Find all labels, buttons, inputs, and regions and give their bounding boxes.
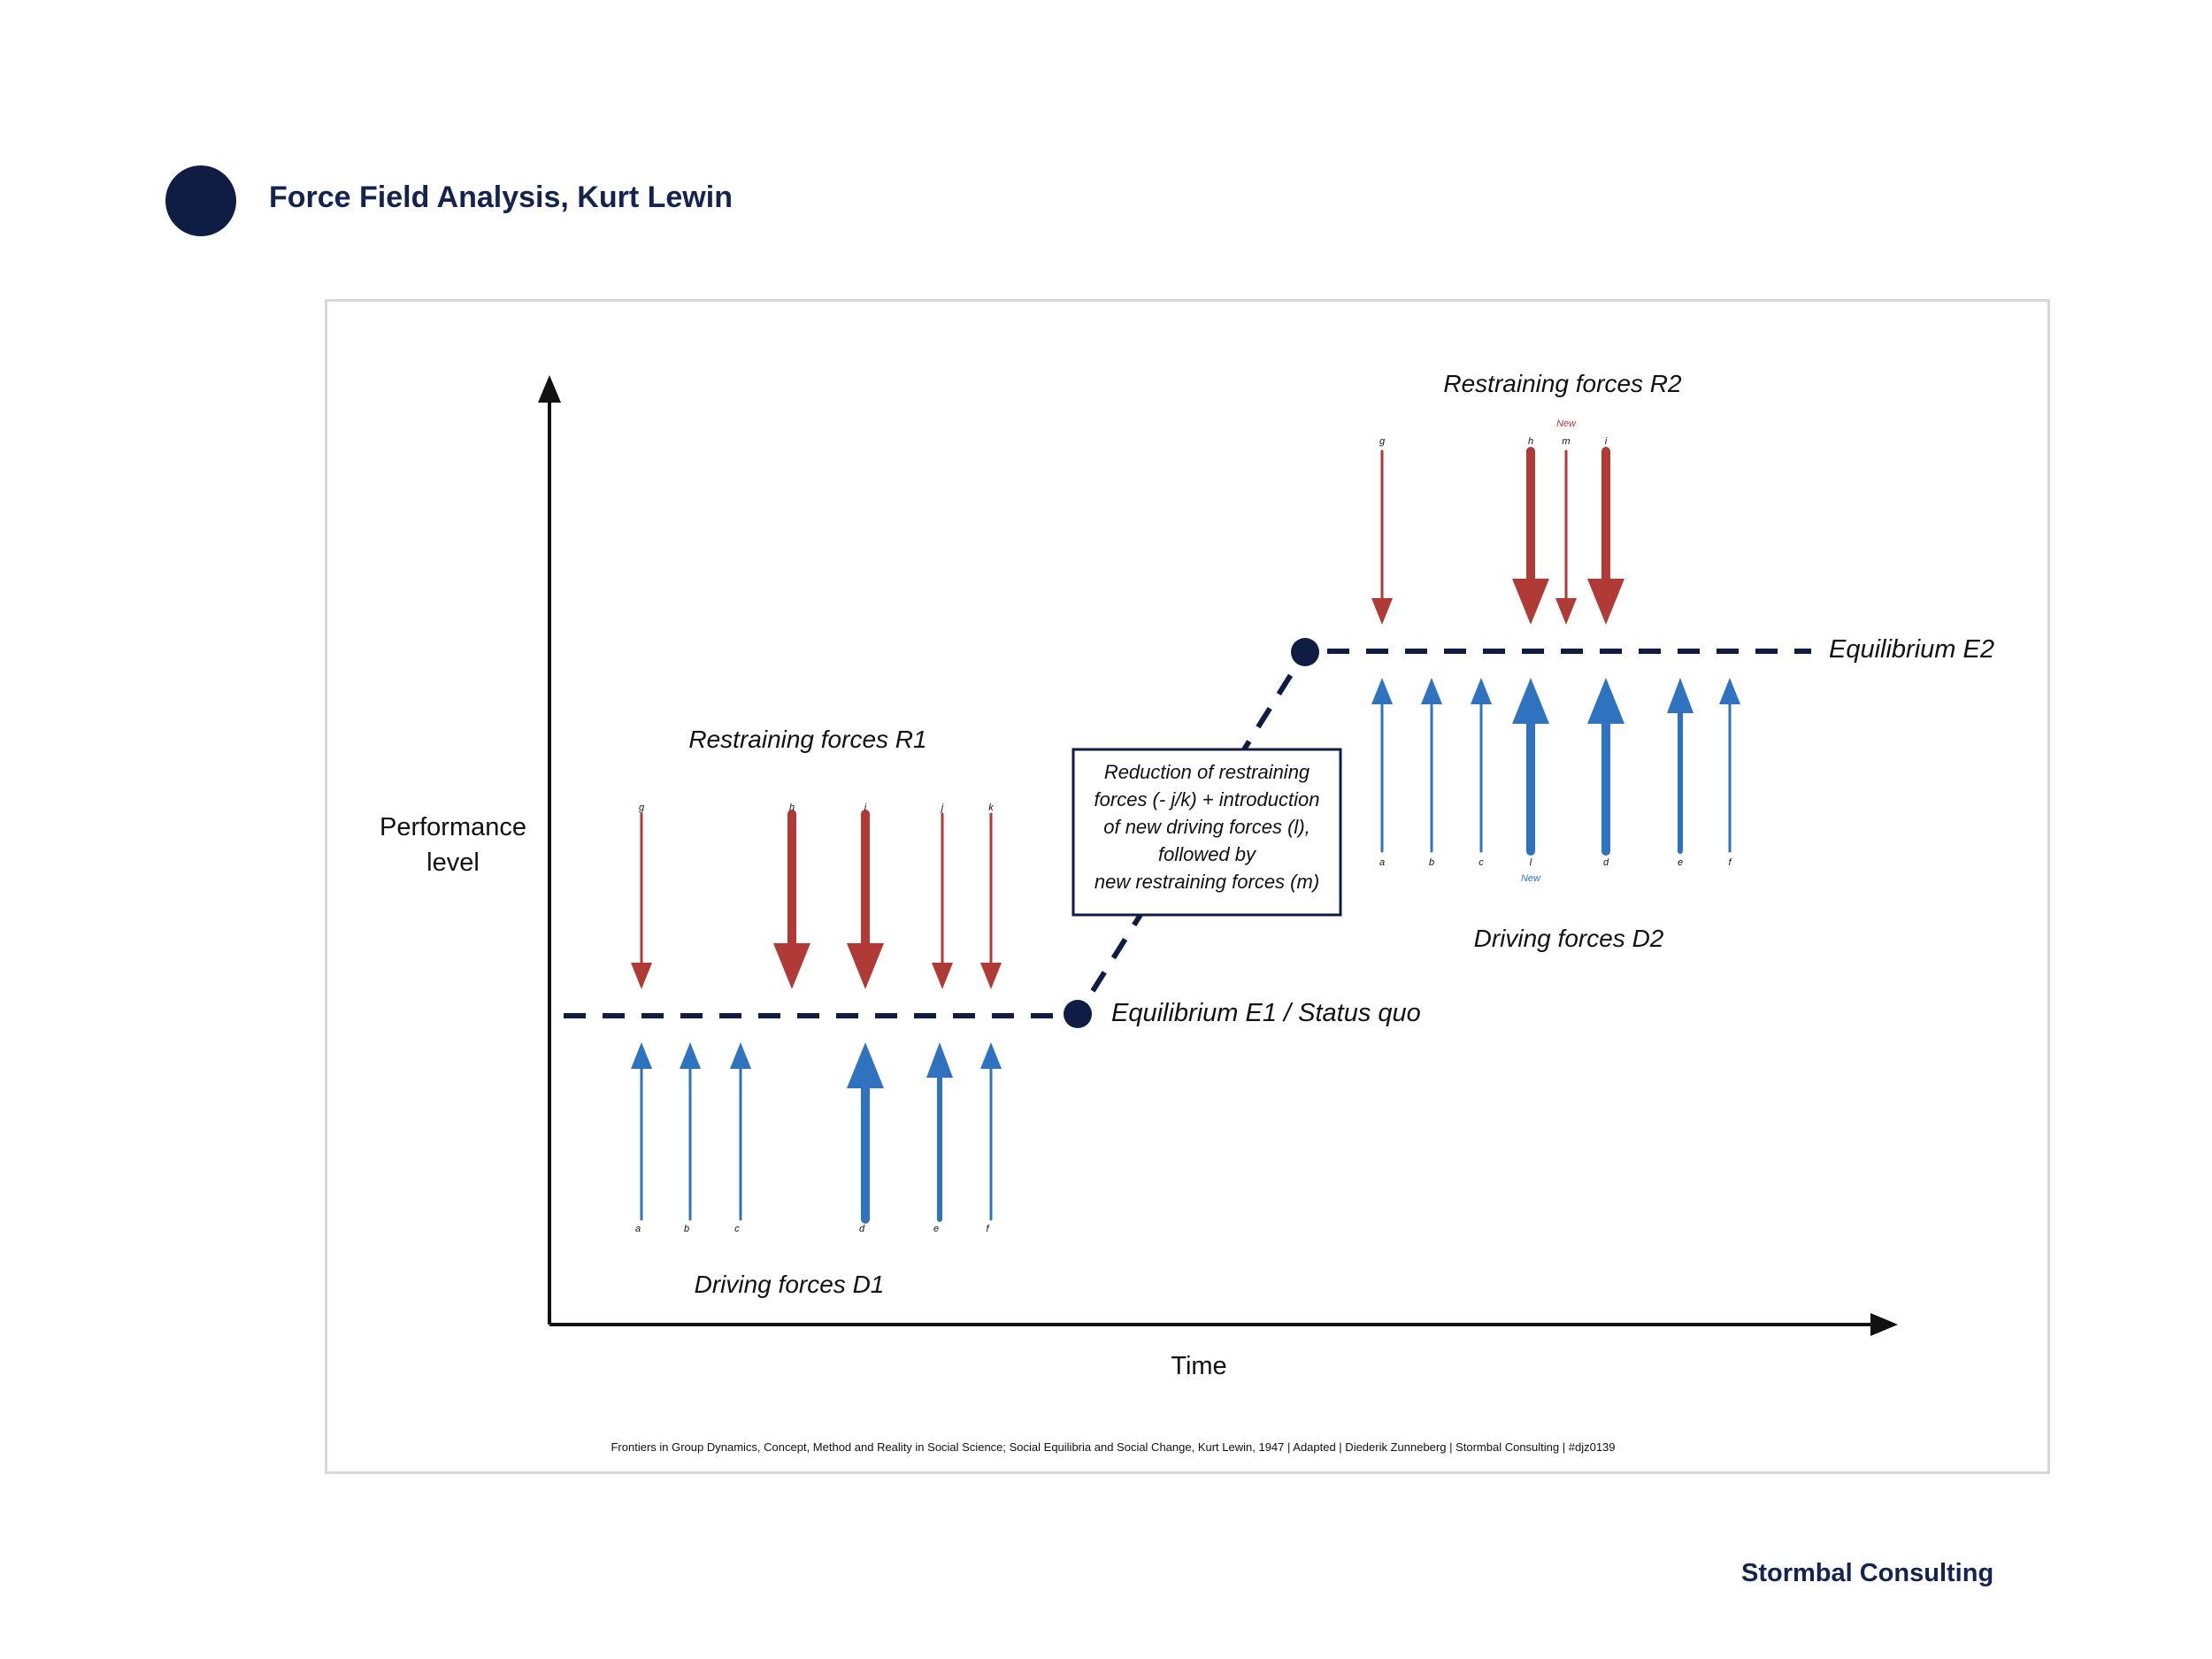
y-axis-arrowhead-icon [538, 375, 561, 403]
transition-note-line3: of new driving forces (l), [1103, 816, 1310, 838]
r1-force-g-arrow [631, 812, 652, 989]
r1-force-g-arrow-head-icon [631, 963, 652, 989]
y-axis-label-line2: level [426, 849, 480, 877]
d1-force-b-arrow [680, 1042, 701, 1221]
page-title: Force Field Analysis, Kurt Lewin [269, 180, 733, 214]
d1-force-c-arrow-head-icon [730, 1042, 751, 1069]
equilibrium-e1-dot-icon [1064, 1000, 1092, 1028]
r2-force-h-arrow [1512, 447, 1549, 625]
d2-force-f-letter: f [1728, 857, 1732, 868]
r2-force-h-letter: h [1528, 436, 1533, 447]
r2-force-m-arrow-head-icon [1555, 598, 1577, 625]
transition-note-line2: forces (- j/k) + introduction [1094, 788, 1320, 810]
footer-brand: Stormbal Consulting [1741, 1559, 1994, 1587]
r2-force-i-arrow-head-icon [1587, 579, 1624, 625]
header-dot-icon [165, 165, 236, 236]
d2-force-f-arrow [1719, 678, 1740, 853]
d1-force-b-letter: b [684, 1224, 689, 1234]
equilibrium-e1-label: Equilibrium E1 / Status quo [1111, 999, 1421, 1027]
d2-force-c-arrow-head-icon [1471, 678, 1492, 704]
d2-force-e-letter: e [1678, 857, 1683, 868]
transition-note-line1: Reduction of restraining [1104, 761, 1310, 783]
x-axis-label: Time [1171, 1352, 1226, 1380]
r2-force-g-arrow [1371, 449, 1393, 625]
r1-force-i-letter: i [864, 803, 867, 813]
d1-force-a-arrow-head-icon [631, 1042, 652, 1069]
d2-force-c-arrow [1471, 678, 1492, 853]
d2-force-a-letter: a [1379, 857, 1385, 868]
d1-force-f-letter: f [986, 1224, 989, 1234]
r1-force-h-arrow [773, 810, 810, 989]
r2-force-g-letter: g [1379, 436, 1386, 447]
transition-note-line5: new restraining forces (m) [1094, 871, 1319, 893]
driving-d1-label: Driving forces D1 [695, 1271, 885, 1298]
d2-force-e-arrow-head-icon [1667, 678, 1694, 713]
r1-force-i-arrow [847, 810, 884, 989]
d1-force-c-letter: c [734, 1224, 740, 1234]
d2-force-l-letter: l [1530, 857, 1532, 868]
d2-force-d-letter: d [1603, 857, 1609, 868]
r1-force-j-arrow-head-icon [932, 963, 953, 989]
d1-force-e-letter: e [933, 1224, 939, 1234]
restraining-r2-label: Restraining forces R2 [1443, 370, 1682, 397]
d2-force-b-arrow-head-icon [1421, 678, 1442, 704]
d1-force-f-arrow-head-icon [980, 1042, 1002, 1069]
r1-force-k-letter: k [988, 803, 994, 813]
equilibrium-e2-dot-icon [1291, 638, 1319, 666]
d1-force-d-arrow-head-icon [847, 1042, 884, 1088]
d1-force-d-letter: d [859, 1224, 865, 1234]
d2-force-a-arrow-head-icon [1371, 678, 1393, 704]
d2-force-b-arrow [1421, 678, 1442, 853]
driving-d2-label: Driving forces D2 [1474, 925, 1664, 952]
d2-force-l-arrow-head-icon [1512, 678, 1549, 724]
d1-force-f-arrow [980, 1042, 1002, 1221]
d2-force-l-arrow [1512, 678, 1549, 856]
d2-force-e-arrow [1667, 678, 1694, 854]
r1-force-j-arrow [932, 812, 953, 989]
diagram-frame [325, 299, 2050, 1474]
r2-force-i-letter: i [1605, 436, 1608, 447]
r1-force-j-letter: j [940, 803, 944, 813]
d2-force-b-letter: b [1429, 857, 1434, 868]
d1-force-a-arrow [631, 1042, 652, 1221]
r1-force-h-arrow-head-icon [773, 943, 810, 989]
d2-force-a-arrow [1371, 678, 1393, 853]
d1-force-e-arrow [926, 1042, 953, 1222]
r2-force-g-arrow-head-icon [1371, 598, 1393, 625]
r2-force-m-arrow [1555, 449, 1577, 625]
d1-force-b-arrow-head-icon [680, 1042, 701, 1069]
r1-force-g-letter: g [639, 803, 645, 813]
r1-force-k-arrow-head-icon [980, 963, 1002, 989]
transition-note-box [1071, 748, 1342, 917]
d2-force-l-new-tag: New [1521, 873, 1541, 884]
source-note: Frontiers in Group Dynamics, Concept, Me… [611, 1440, 1615, 1454]
transition-note-line4: followed by [1158, 843, 1257, 865]
r2-force-h-arrow-head-icon [1512, 579, 1549, 625]
r2-force-i-arrow [1587, 447, 1624, 625]
y-axis-label-line1: Performance [380, 813, 526, 841]
d1-force-a-letter: a [635, 1224, 641, 1234]
r1-force-i-arrow-head-icon [847, 943, 884, 989]
d1-force-c-arrow [730, 1042, 751, 1221]
d2-force-c-letter: c [1479, 857, 1484, 868]
axes [538, 375, 1898, 1336]
restraining-r1-label: Restraining forces R1 [688, 726, 926, 753]
r1-force-h-letter: h [789, 803, 795, 813]
d2-force-d-arrow-head-icon [1587, 678, 1624, 724]
x-axis-arrowhead-icon [1870, 1313, 1898, 1336]
r1-force-k-arrow [980, 812, 1002, 989]
r2-force-m-new-tag: New [1556, 419, 1577, 429]
r2-force-m-letter: m [1562, 436, 1570, 447]
d1-force-d-arrow [847, 1042, 884, 1224]
d2-force-d-arrow [1587, 678, 1624, 856]
d1-force-e-arrow-head-icon [926, 1042, 953, 1078]
equilibrium-e2-label: Equilibrium E2 [1829, 635, 1994, 664]
d2-force-f-arrow-head-icon [1719, 678, 1740, 704]
